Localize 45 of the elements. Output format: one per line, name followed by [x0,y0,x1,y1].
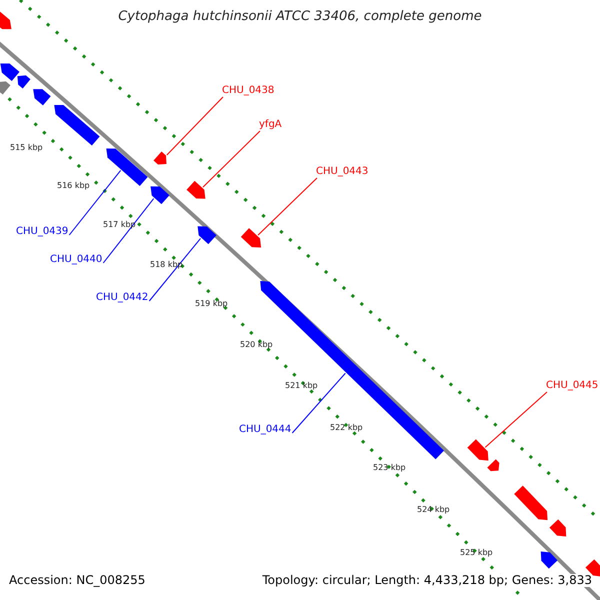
scale-label: 516 kbp [57,182,90,191]
leader-line [292,372,346,434]
gene-feature [198,226,216,244]
scale-label: 524 kbp [417,506,450,515]
gene-feature [549,519,566,537]
leader-line [148,238,202,302]
gene-label: yfgA [259,119,282,130]
gene-feature [33,89,51,106]
scale-label: 519 kbp [195,300,228,309]
scale-label: 522 kbp [330,424,363,433]
gene-label: CHU_0440 [50,254,102,265]
gene-feature [106,148,148,186]
gene-label: CHU_0443 [316,166,368,177]
gene-feature [467,439,488,461]
gene-feature [0,10,12,30]
leader-line [484,392,548,448]
gene-feature [240,228,262,248]
leader-line [258,178,318,236]
leader-line [166,96,224,156]
footer-text: Topology: circular; Length: 4,433,218 bp; Genes: 3,833 [262,574,592,588]
gene-feature [17,75,30,88]
gene-label: CHU_0442 [96,292,148,303]
gene-label: CHU_0445 [546,380,598,391]
footer-text: Accession: NC_008255 [9,574,146,588]
leader-line [202,130,260,188]
leader-line [68,170,122,236]
gene-feature [0,81,10,94]
leader-line [102,198,154,264]
scale-label: 521 kbp [285,382,318,391]
title: Cytophaga hutchinsonii ATCC 33406, complete genome [117,10,483,24]
gene-label: CHU_0438 [222,85,274,96]
gene-feature [585,559,600,577]
gene-label: CHU_0444 [239,424,292,435]
gene-feature [54,105,100,146]
gene-feature [186,180,206,199]
gene-feature [514,486,548,520]
gene-feature [487,459,500,472]
scale-label: 515 kbp [10,144,43,153]
gene-feature [150,186,170,204]
scale-label: 525 kbp [460,549,493,558]
gene-feature [540,551,558,569]
gene-feature [154,152,166,164]
gene-feature [0,63,20,82]
scale-label: 520 kbp [240,341,273,350]
gene-label: CHU_0439 [16,226,68,237]
